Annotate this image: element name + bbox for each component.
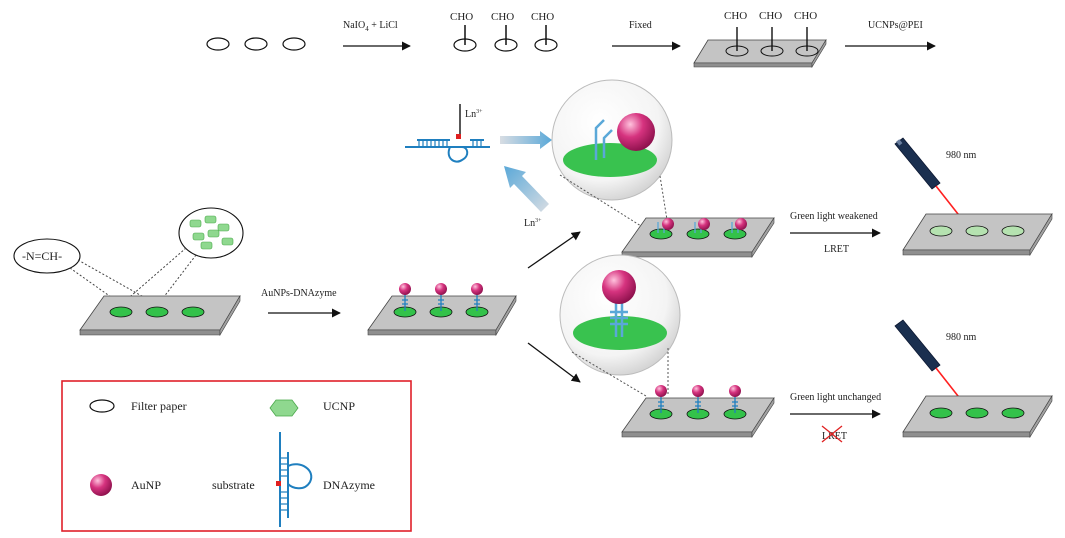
svg-text:CHO: CHO <box>759 10 782 22</box>
ucnps-pei-label: UCNPs@PEI <box>868 20 923 31</box>
imine-callout: -N=CH- <box>13 238 157 305</box>
cho-label-3: CHO <box>531 11 554 23</box>
arrow-to-bubble <box>500 131 552 149</box>
cho-discs: CHO CHO CHO <box>450 11 558 52</box>
legend-box: Filter paper UCNP AuNP substrate DNAzyme <box>61 380 412 532</box>
arrow-branch-up <box>527 231 581 269</box>
ln-label-mid: Ln3+ <box>524 218 542 229</box>
ucnp-callout <box>123 207 244 303</box>
laser-pointer-top: 980 nm <box>894 137 977 229</box>
ln-label-top: Ln3+ <box>465 109 483 120</box>
legend-filter-paper-label: Filter paper <box>131 399 187 413</box>
legend-dnazyme-label: DNAzyme <box>323 478 375 492</box>
plate-result-weak <box>902 212 1053 257</box>
arrow-green-unchanged: Green light unchanged LRET <box>790 392 881 443</box>
wavelength-label-bottom: 980 nm <box>946 332 977 343</box>
green-unchanged-label: Green light unchanged <box>790 392 881 403</box>
legend-substrate-label: substrate <box>212 478 255 492</box>
legend-filter-paper-swatch <box>89 399 115 413</box>
cho-label-2: CHO <box>491 11 514 23</box>
arrow-aunps-dnazyme: AuNPs-DNAzyme <box>261 288 341 318</box>
dnazyme-cleaved-icon: Ln3+ <box>405 104 490 163</box>
plate-cleaved <box>621 216 775 259</box>
zoom-bubble-lower <box>559 254 681 397</box>
svg-text:CHO: CHO <box>724 10 747 22</box>
plate-left <box>79 294 241 337</box>
arrow-to-icon <box>504 166 549 212</box>
zoom-bubble-upper <box>551 79 673 227</box>
arrow-ucnps-pei: UCNPs@PEI <box>845 20 936 51</box>
legend-dnazyme-swatch <box>279 432 313 527</box>
green-weakened-label: Green light weakened <box>790 211 878 222</box>
svg-text:-N=CH-: -N=CH- <box>22 249 62 263</box>
fixed-label: Fixed <box>629 20 652 31</box>
plate-intact <box>621 385 775 439</box>
wavelength-label-top: 980 nm <box>946 150 977 161</box>
plate-with-cho: CHO CHO CHO <box>693 10 827 69</box>
plate-aunp <box>367 283 517 337</box>
legend-ucnp-label: UCNP <box>323 399 355 413</box>
aunps-dnazyme-label: AuNPs-DNAzyme <box>261 288 337 299</box>
arrow-oxidation: NaIO4 + LiCl <box>343 20 411 51</box>
cho-label-1: CHO <box>450 11 473 23</box>
legend-ucnp-swatch <box>269 399 299 417</box>
lret-label: LRET <box>824 244 849 255</box>
arrow-fixed: Fixed <box>612 20 681 51</box>
reagent-naio4-label: NaIO4 + LiCl <box>343 20 398 33</box>
legend-aunp-label: AuNP <box>131 478 161 492</box>
arrow-green-weakened: Green light weakened LRET <box>790 211 881 255</box>
legend-aunp-swatch <box>90 474 112 496</box>
svg-text:CHO: CHO <box>794 10 817 22</box>
filter-paper-discs <box>206 37 306 51</box>
plate-result-bright <box>902 394 1053 439</box>
arrow-branch-down <box>527 342 581 383</box>
